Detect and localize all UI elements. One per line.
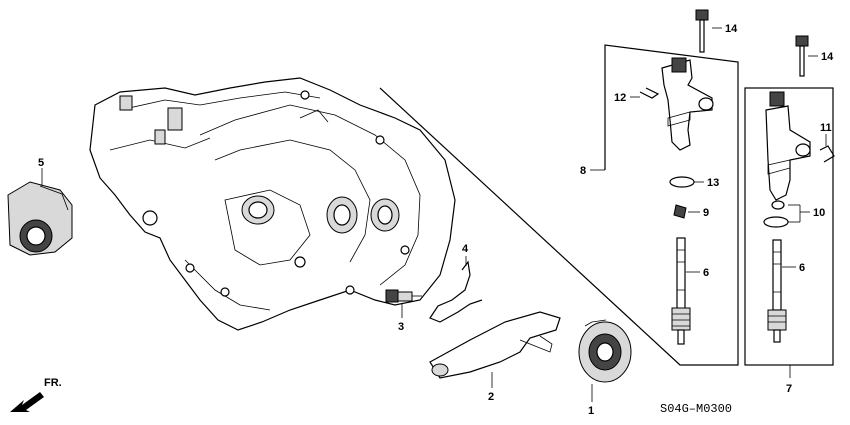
diagram-code: S04G–M0300: [660, 402, 732, 416]
callout-7: 7: [786, 383, 792, 395]
transmission-housing: [89, 77, 456, 331]
callout-3: 3: [398, 321, 404, 333]
front-arrow-icon: [10, 392, 44, 412]
callout-9: 9: [703, 207, 709, 219]
front-label: FR.: [44, 377, 62, 389]
callout-10: 10: [813, 207, 825, 219]
callout-14-right: 14: [821, 51, 834, 63]
part-5-boot: [7, 181, 73, 256]
callout-1: 1: [588, 405, 594, 417]
callout-8: 8: [580, 165, 586, 177]
callout-14-left: 14: [725, 23, 738, 35]
callout-4: 4: [462, 243, 469, 255]
part-1-release-bearing: [578, 319, 632, 383]
callout-6-left: 6: [703, 267, 709, 279]
part-4-spring-clip: [429, 260, 483, 323]
left-sensor-assembly: [639, 9, 714, 345]
callout-2: 2: [488, 391, 494, 403]
frame-assembly-7: [744, 87, 834, 378]
callout-labels: 5 3 4 2 1 14 14 12 8 13 9 6 11 10 6 7: [38, 23, 834, 417]
callout-6-right: 6: [799, 262, 805, 274]
leader-lines: [41, 27, 827, 402]
right-sensor-assembly: [763, 35, 835, 343]
callout-12: 12: [614, 92, 626, 104]
frame-assembly-8: [379, 44, 739, 366]
callout-11: 11: [820, 122, 832, 134]
callout-13: 13: [707, 177, 719, 189]
part-2-release-fork: [429, 311, 561, 379]
callout-5: 5: [38, 157, 44, 169]
front-direction-indicator: FR.: [10, 377, 62, 412]
part-3-bolt: [385, 289, 422, 303]
